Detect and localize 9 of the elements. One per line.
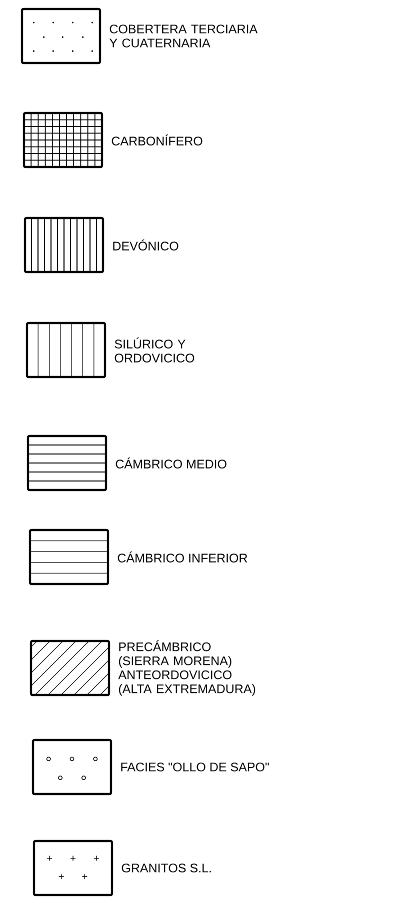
legend-label: COBERTERA TERCIARIA Y CUATERNARIA bbox=[109, 24, 258, 48]
legend-label: CÁMBRICO INFERIOR bbox=[118, 552, 248, 562]
legend-label: PRECÁMBRICO (SIERRA MORENA) ANTEORDOVICICO (ALTA EXTREMADURA) bbox=[118, 640, 256, 696]
legend-label: FACIES "OLLO DE SAPO" bbox=[121, 762, 269, 772]
legend-label: CÁMBRICO MEDIO bbox=[116, 458, 226, 468]
legend-label: DEVÓNICO bbox=[113, 240, 178, 250]
legend-label: GRANITOS S.L. bbox=[122, 864, 211, 872]
legend-label: SILÚRICO Y ORDOVICICO bbox=[114, 338, 194, 362]
legend-label: CARBONÍFERO bbox=[112, 134, 202, 146]
